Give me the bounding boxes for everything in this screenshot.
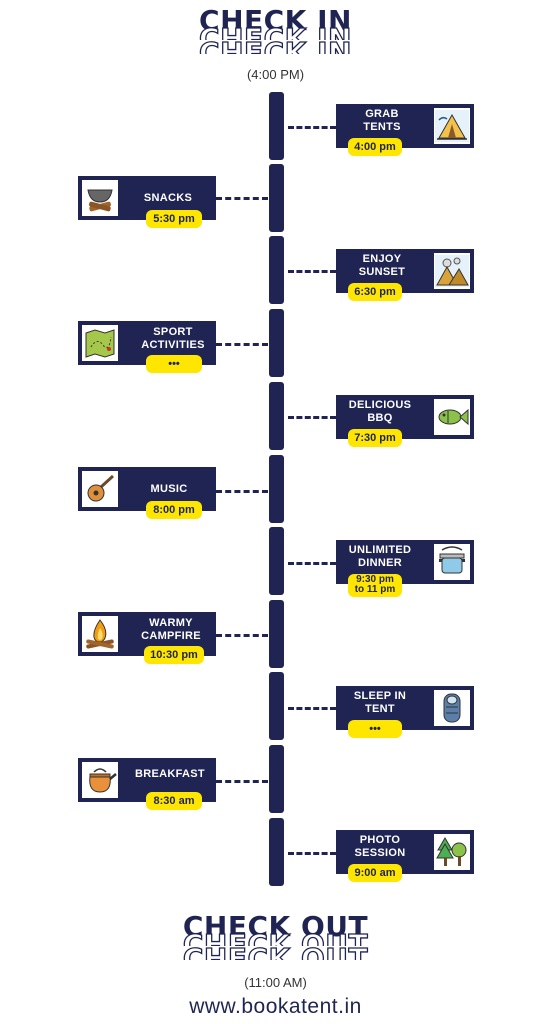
connector bbox=[288, 707, 336, 710]
event-title: PHOTO SESSION bbox=[354, 834, 406, 859]
connector bbox=[288, 126, 336, 129]
timeline-segment bbox=[269, 818, 284, 886]
event-title: MUSIC bbox=[150, 483, 188, 495]
connector bbox=[216, 780, 268, 783]
timeline-segment bbox=[269, 527, 284, 595]
dinner-pot-icon bbox=[434, 544, 470, 580]
fish-icon bbox=[434, 399, 470, 435]
event-title: WARMY CAMPFIRE bbox=[141, 617, 201, 642]
connector bbox=[288, 416, 336, 419]
event-time: 5:30 pm bbox=[146, 210, 202, 228]
timeline-segment bbox=[269, 92, 284, 160]
website-link[interactable]: www.bookatent.in bbox=[189, 995, 362, 1018]
event-card-unlimited-dinner: UNLIMITED DINNER 9:30 pm to 11 pm bbox=[336, 540, 474, 597]
check-out-title-echo-2: CHECK OUT bbox=[182, 942, 369, 975]
event-title: DELICIOUS BBQ bbox=[348, 399, 412, 424]
event-card-warmy-campfire: WARMY CAMPFIRE 10:30 pm bbox=[78, 612, 216, 664]
timeline-segment bbox=[269, 164, 284, 232]
check-in-title-echo-2: CHECK IN bbox=[198, 36, 352, 69]
timeline-segment bbox=[269, 745, 284, 813]
event-title: SNACKS bbox=[143, 192, 193, 204]
event-title: GRAB TENTS bbox=[363, 108, 401, 133]
event-card-breakfast: BREAKFAST 8:30 am bbox=[78, 758, 216, 810]
event-card-sport-activities: SPORT ACTIVITIES ••• bbox=[78, 321, 216, 373]
event-title: UNLIMITED DINNER bbox=[348, 544, 412, 569]
connector bbox=[288, 562, 336, 565]
event-card-delicious-bbq: DELICIOUS BBQ 7:30 pm bbox=[336, 395, 474, 447]
event-time: 9:30 pm to 11 pm bbox=[348, 574, 402, 597]
event-title: BREAKFAST bbox=[135, 768, 205, 780]
connector bbox=[216, 634, 268, 637]
timeline-segment bbox=[269, 309, 284, 377]
event-time: 8:30 am bbox=[146, 792, 202, 810]
event-time: 10:30 pm bbox=[144, 646, 204, 664]
event-time: ••• bbox=[348, 720, 402, 738]
timeline-segment bbox=[269, 382, 284, 450]
check-out-title: CHECK OUT bbox=[182, 910, 369, 943]
connector bbox=[216, 490, 268, 493]
cooking-pot-icon bbox=[82, 180, 118, 216]
connector bbox=[216, 343, 268, 346]
tent-icon bbox=[434, 108, 470, 144]
sleeping-bag-icon bbox=[434, 690, 470, 726]
timeline-segment bbox=[269, 236, 284, 304]
event-time: 7:30 pm bbox=[348, 429, 402, 447]
timeline-segment bbox=[269, 455, 284, 523]
event-time: 4:00 pm bbox=[348, 138, 402, 156]
kettle-icon bbox=[82, 762, 118, 798]
guitar-icon bbox=[82, 471, 118, 507]
timeline-segment bbox=[269, 672, 284, 740]
connector bbox=[216, 197, 268, 200]
event-time: 9:00 am bbox=[348, 864, 402, 882]
event-card-snacks: SNACKS 5:30 pm bbox=[78, 176, 216, 228]
event-time: ••• bbox=[146, 355, 202, 373]
event-title: ENJOY SUNSET bbox=[358, 253, 406, 278]
timeline-segment bbox=[269, 600, 284, 668]
trees-icon bbox=[434, 834, 470, 870]
event-card-music: MUSIC 8:00 pm bbox=[78, 467, 216, 519]
event-card-grab-tents: GRAB TENTS 4:00 pm bbox=[336, 104, 474, 156]
mountains-icon bbox=[434, 253, 470, 289]
check-out-time: (11:00 AM) bbox=[244, 975, 307, 990]
connector bbox=[288, 852, 336, 855]
check-in-time: (4:00 PM) bbox=[246, 67, 305, 82]
campfire-icon bbox=[82, 616, 118, 652]
event-title: SPORT ACTIVITIES bbox=[141, 326, 205, 351]
event-title: SLEEP IN TENT bbox=[353, 690, 407, 715]
event-time: 8:00 pm bbox=[146, 501, 202, 519]
connector bbox=[288, 270, 336, 273]
event-time: 6:30 pm bbox=[348, 283, 402, 301]
check-in-title-echo-1: CHECK IN bbox=[198, 22, 352, 55]
event-card-photo-session: PHOTO SESSION 9:00 am bbox=[336, 830, 474, 882]
event-card-sleep-in-tent: SLEEP IN TENT ••• bbox=[336, 686, 474, 738]
check-in-title: CHECK IN bbox=[199, 4, 352, 37]
event-card-enjoy-sunset: ENJOY SUNSET 6:30 pm bbox=[336, 249, 474, 301]
check-out-title-echo-1: CHECK OUT bbox=[182, 928, 369, 961]
map-icon bbox=[82, 325, 118, 361]
